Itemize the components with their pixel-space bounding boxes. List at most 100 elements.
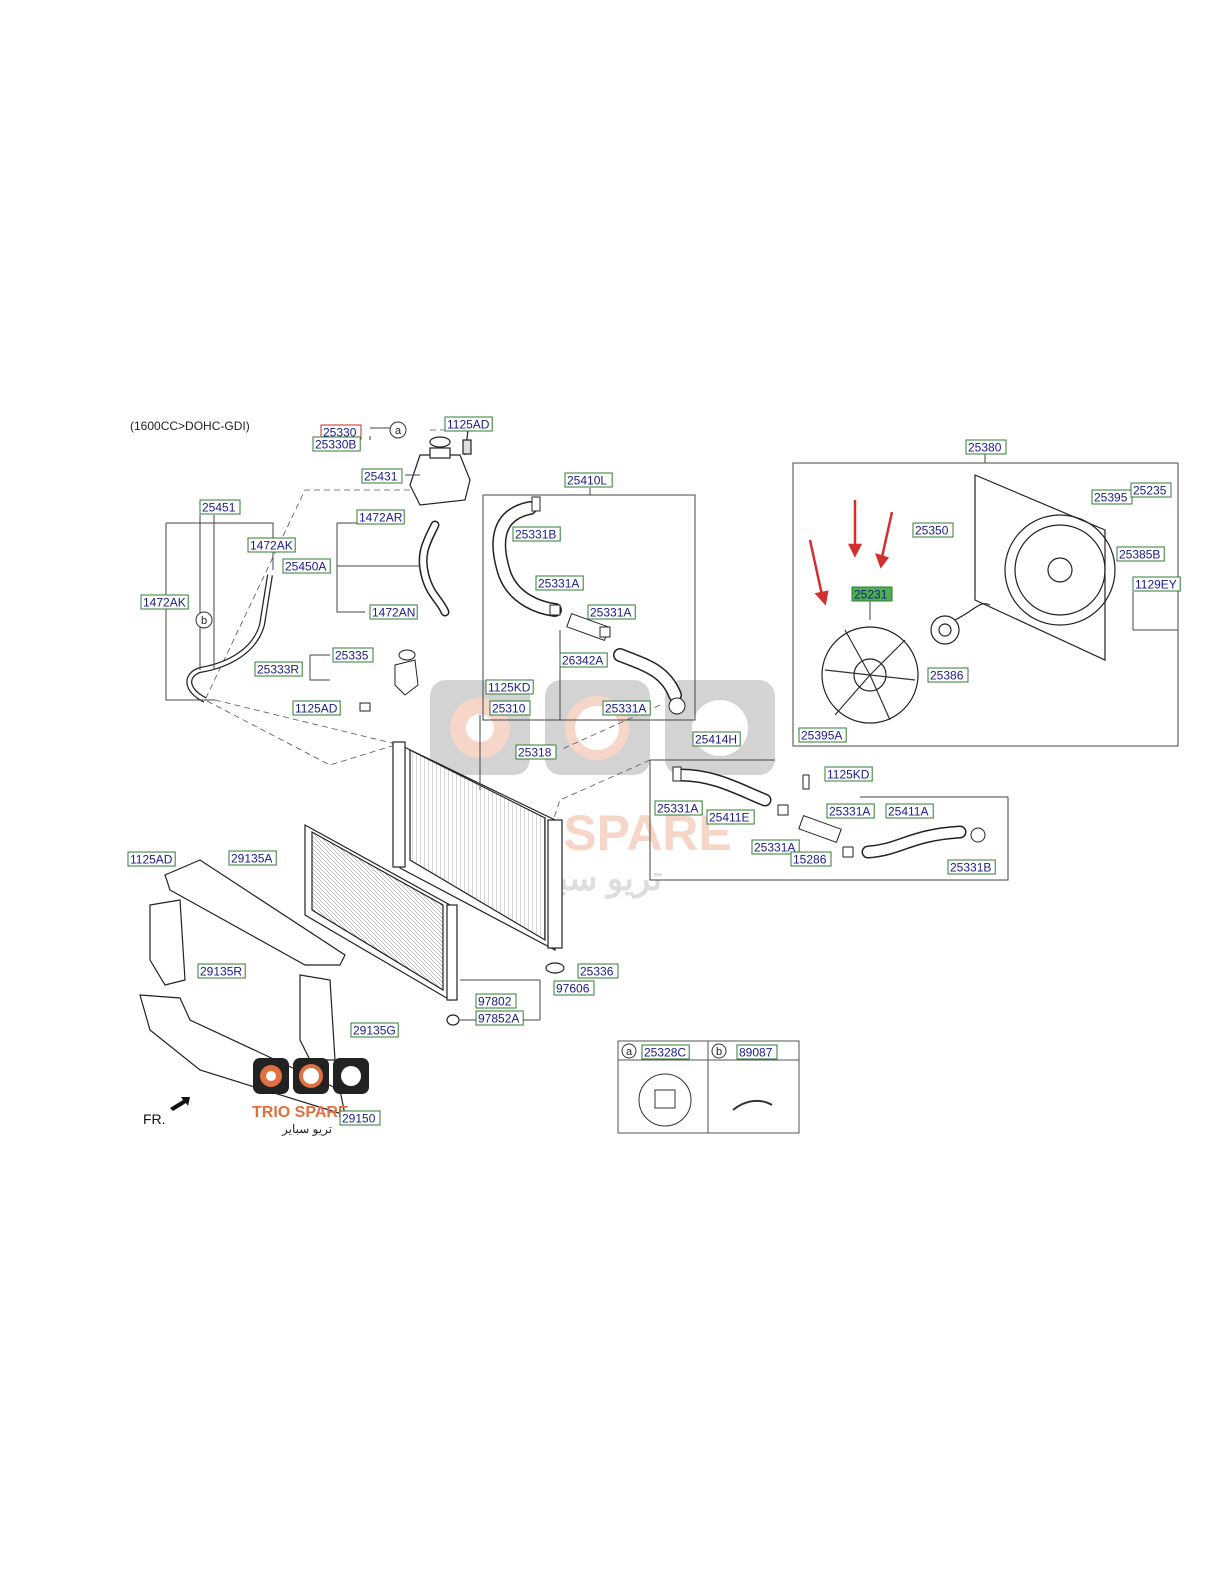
part-label-box bbox=[912, 522, 954, 538]
part-number-p1472an[interactable]: 1472AN bbox=[372, 606, 415, 620]
part-number-p25235[interactable]: 25235 bbox=[1133, 484, 1167, 498]
part-label-box bbox=[798, 727, 847, 743]
red-arrows bbox=[808, 500, 894, 606]
marker-b bbox=[195, 611, 213, 629]
part-number-p1472ak-b[interactable]: 1472AK bbox=[143, 596, 186, 610]
part-number-p1129ey[interactable]: 1129EY bbox=[1135, 578, 1177, 592]
part-label-box bbox=[1132, 576, 1181, 592]
trio-spare-logo-small: TRIO SPARE تريو سباير bbox=[252, 1058, 369, 1136]
part-label-box bbox=[587, 604, 636, 620]
logo-arabic: تريو سباير bbox=[281, 1122, 332, 1136]
part-label-box bbox=[692, 731, 741, 747]
part-number-p25451[interactable]: 25451 bbox=[202, 501, 236, 515]
part-label-box bbox=[706, 809, 755, 825]
part-label-box bbox=[254, 661, 303, 677]
part-number-p97852a[interactable]: 97852A bbox=[478, 1012, 519, 1026]
part-label-box bbox=[515, 744, 557, 760]
part-number-p25450a[interactable]: 25450A bbox=[285, 560, 326, 574]
part-label-box bbox=[485, 679, 534, 695]
part-number-p25335[interactable]: 25335 bbox=[335, 649, 369, 663]
part-number-p97802[interactable]: 97802 bbox=[478, 995, 512, 1009]
part-label-box bbox=[736, 1044, 778, 1060]
part-number-p1472ak-a[interactable]: 1472AK bbox=[250, 539, 293, 553]
part-number-p25431[interactable]: 25431 bbox=[364, 470, 398, 484]
part-number-p29150[interactable]: 29150 bbox=[342, 1112, 376, 1126]
part-number-p29135a[interactable]: 29135A bbox=[231, 852, 272, 866]
part-number-p1472ar[interactable]: 1472AR bbox=[359, 511, 403, 525]
part-number-p25395[interactable]: 25395 bbox=[1094, 491, 1128, 505]
part-number-p25231[interactable]: 25231 bbox=[854, 588, 888, 602]
part-label-box bbox=[332, 647, 374, 663]
legend-letter-a: a bbox=[626, 1046, 633, 1058]
condenser bbox=[304, 823, 565, 1026]
part-label-box bbox=[292, 700, 341, 716]
fan-shroud bbox=[974, 474, 1116, 661]
part-label-box bbox=[444, 416, 493, 432]
part-label-box bbox=[927, 667, 969, 683]
part-number-p25331a-a[interactable]: 25331A bbox=[538, 577, 579, 591]
part-number-p25380[interactable]: 25380 bbox=[968, 441, 1002, 455]
part-number-p29135r[interactable]: 29135R bbox=[200, 965, 242, 979]
part-number-p1125kd-b[interactable]: 1125KD bbox=[827, 768, 870, 782]
part-label-box bbox=[826, 803, 875, 819]
part-label-box bbox=[1130, 482, 1172, 498]
part-number-p25331a-c[interactable]: 25331A bbox=[605, 702, 646, 716]
part-number-p25331b-b[interactable]: 25331B bbox=[950, 861, 991, 875]
front-arrow-icon bbox=[170, 1097, 190, 1111]
part-number-p25331a-b[interactable]: 25331A bbox=[590, 606, 631, 620]
part-label-box bbox=[965, 439, 1007, 455]
part-number-p25333r[interactable]: 25333R bbox=[257, 663, 299, 677]
part-number-p25330b[interactable]: 25330B bbox=[315, 438, 356, 452]
part-label-box bbox=[475, 993, 517, 1009]
part-number-p25385b[interactable]: 25385B bbox=[1119, 548, 1160, 562]
part-label-box bbox=[339, 1110, 381, 1126]
part-number-p1125ad-mid[interactable]: 1125AD bbox=[295, 702, 338, 716]
part-number-p25411a[interactable]: 25411A bbox=[888, 805, 928, 819]
part-number-p29135g[interactable]: 29135G bbox=[353, 1024, 396, 1038]
part-number-p25318[interactable]: 25318 bbox=[518, 746, 552, 760]
part-label-box bbox=[790, 851, 832, 867]
part-number-p25386[interactable]: 25386 bbox=[930, 669, 964, 683]
part-number-p25336[interactable]: 25336 bbox=[580, 965, 614, 979]
part-number-p25414h[interactable]: 25414H bbox=[695, 733, 737, 747]
radiator bbox=[392, 741, 563, 951]
coolant-reservoir bbox=[409, 429, 472, 506]
part-label-box bbox=[228, 850, 277, 866]
part-number-p1125kd-a[interactable]: 1125KD bbox=[488, 681, 531, 695]
lower-hose-fittings bbox=[672, 766, 986, 858]
part-number-p25331a-e[interactable]: 25331A bbox=[829, 805, 870, 819]
part-number-p25350[interactable]: 25350 bbox=[915, 524, 949, 538]
part-number-p25330[interactable]: 25330 bbox=[323, 426, 357, 440]
part-label-box bbox=[947, 859, 996, 875]
mounting-bracket bbox=[359, 649, 419, 712]
part-number-p25331a-d[interactable]: 25331A bbox=[657, 802, 698, 816]
engine-label: (1600CC>DOHC-GDI) bbox=[130, 419, 250, 433]
part-number-legend-b[interactable]: 89087 bbox=[739, 1046, 773, 1060]
part-number-p97606[interactable]: 97606 bbox=[556, 982, 590, 996]
part-number-p26342a[interactable]: 26342A bbox=[562, 654, 603, 668]
part-label-box bbox=[197, 963, 246, 979]
part-label-box bbox=[553, 980, 595, 996]
part-number-legend-a[interactable]: 25328C bbox=[644, 1046, 686, 1060]
part-number-p25331a-f[interactable]: 25331A bbox=[754, 841, 795, 855]
part-number-p25310[interactable]: 25310 bbox=[492, 702, 526, 716]
part-number-p25331b-a[interactable]: 25331B bbox=[515, 528, 556, 542]
part-label-box bbox=[654, 800, 703, 816]
part-number-p25410l[interactable]: 25410L bbox=[567, 474, 607, 488]
part-label-box bbox=[535, 575, 584, 591]
dashed-connectors bbox=[204, 429, 661, 831]
part-number-p15286[interactable]: 15286 bbox=[793, 853, 827, 867]
part-number-p1125ad-left[interactable]: 1125AD bbox=[130, 853, 173, 867]
part-number-p1125ad-top[interactable]: 1125AD bbox=[447, 418, 490, 432]
fan-motor bbox=[930, 603, 991, 645]
part-label-box bbox=[559, 652, 608, 668]
part-number-p25411e[interactable]: 25411E bbox=[709, 811, 749, 825]
part-number-p25395a[interactable]: 25395A bbox=[801, 729, 842, 743]
part-label-box bbox=[641, 1044, 690, 1060]
part-label-box bbox=[361, 468, 403, 484]
part-label-box bbox=[851, 586, 893, 602]
part-label-box bbox=[824, 766, 873, 782]
part-label-box bbox=[312, 436, 361, 452]
front-label: FR. bbox=[143, 1111, 166, 1127]
